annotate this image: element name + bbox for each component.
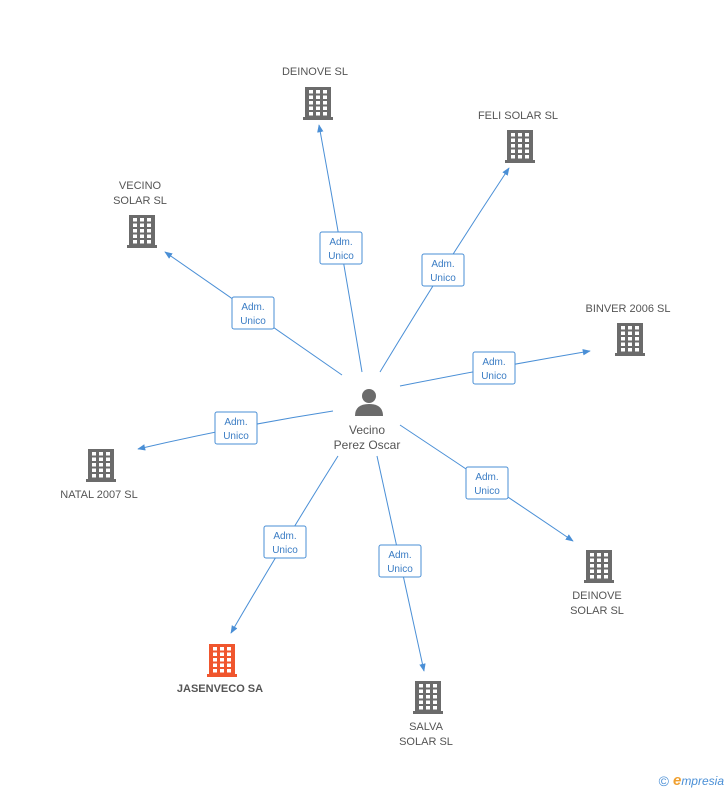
edge-label-line2: Unico	[272, 545, 298, 556]
building-icon	[413, 681, 443, 714]
edge-label-line1: Adm.	[241, 302, 264, 313]
edges-layer: Adm.UnicoAdm.UnicoAdm.UnicoAdm.UnicoAdm.…	[137, 124, 591, 672]
building-icon	[584, 550, 614, 583]
company-node-salva-solar-sl[interactable]: SALVA SOLAR SL	[399, 681, 453, 748]
company-name-jasenveco-sa-line1: JASENVECO SA	[177, 683, 263, 695]
company-node-jasenveco-sa[interactable]: JASENVECO SA	[177, 644, 263, 695]
building-icon	[86, 449, 116, 482]
company-name-deinove-solar-sl-line2: SOLAR SL	[570, 605, 624, 617]
edge-label-line2: Unico	[328, 251, 354, 262]
company-name-feli-solar-sl-line1: FELI SOLAR SL	[478, 110, 558, 122]
edge-label-line1: Adm.	[329, 237, 352, 248]
edge-label-line1: Adm.	[431, 259, 454, 270]
company-name-deinove-sl-line1: DEINOVE SL	[282, 66, 348, 78]
company-name-binver-2006-sl-line1: BINVER 2006 SL	[586, 303, 671, 315]
edge-label-line1: Adm.	[475, 472, 498, 483]
building-icon	[615, 323, 645, 356]
edge-label-salva-solar-sl[interactable]: Adm. Unico	[378, 544, 422, 578]
company-node-natal-2007-sl[interactable]: NATAL 2007 SL	[60, 449, 138, 501]
footer-brand: © empresia	[659, 772, 724, 789]
edge-label-line1: Adm.	[482, 357, 505, 368]
brand-logo: empresia	[672, 772, 724, 789]
company-node-vecino-solar-sl[interactable]: VECINO SOLAR SL	[113, 180, 167, 248]
person-icon	[355, 389, 383, 416]
copyright-icon: ©	[658, 772, 669, 789]
edge-label-line2: Unico	[223, 431, 249, 442]
edge-label-binver-2006-sl[interactable]: Adm. Unico	[472, 351, 516, 385]
edge-label-line1: Adm.	[388, 550, 411, 561]
company-node-deinove-solar-sl[interactable]: DEINOVE SOLAR SL	[570, 550, 624, 617]
edge-label-natal-2007-sl[interactable]: Adm. Unico	[214, 411, 258, 445]
edge-label-line2: Unico	[387, 564, 413, 575]
edge-label-line2: Unico	[430, 273, 456, 284]
edge-label-deinove-solar-sl[interactable]: Adm. Unico	[465, 466, 509, 500]
center-name-line1: Vecino	[349, 423, 385, 437]
company-name-salva-solar-sl-line2: SOLAR SL	[399, 736, 453, 748]
building-icon	[505, 130, 535, 163]
company-name-vecino-solar-sl-line1: VECINO	[119, 180, 162, 192]
edge-label-jasenveco-sa[interactable]: Adm. Unico	[263, 525, 307, 559]
nodes-layer: DEINOVE SL FELI SOLAR SL VECINO SOLAR SL BIN…	[60, 66, 670, 748]
company-name-salva-solar-sl-line1: SALVA	[409, 721, 443, 733]
edge-label-line1: Adm.	[273, 531, 296, 542]
edge-label-line2: Unico	[474, 486, 500, 497]
company-name-natal-2007-sl-line1: NATAL 2007 SL	[60, 489, 137, 501]
company-name-deinove-solar-sl-line1: DEINOVE	[572, 590, 622, 602]
company-name-vecino-solar-sl-line2: SOLAR SL	[113, 195, 167, 207]
building-icon	[303, 87, 333, 120]
edge-label-line1: Adm.	[224, 417, 247, 428]
edge-label-deinove-sl[interactable]: Adm. Unico	[319, 231, 363, 265]
company-node-binver-2006-sl[interactable]: BINVER 2006 SL	[586, 303, 671, 356]
company-node-deinove-sl[interactable]: DEINOVE SL	[282, 66, 348, 120]
company-node-feli-solar-sl[interactable]: FELI SOLAR SL	[478, 110, 558, 163]
building-icon	[127, 215, 157, 248]
edge-label-vecino-solar-sl[interactable]: Adm. Unico	[231, 296, 275, 330]
edge-label-line2: Unico	[240, 316, 266, 327]
center-person-node[interactable]: Vecino Perez Oscar	[334, 389, 401, 452]
edge-label-line2: Unico	[481, 371, 507, 382]
edge-label-feli-solar-sl[interactable]: Adm. Unico	[421, 253, 465, 287]
building-icon	[207, 644, 237, 677]
center-name-line2: Perez Oscar	[334, 438, 401, 452]
